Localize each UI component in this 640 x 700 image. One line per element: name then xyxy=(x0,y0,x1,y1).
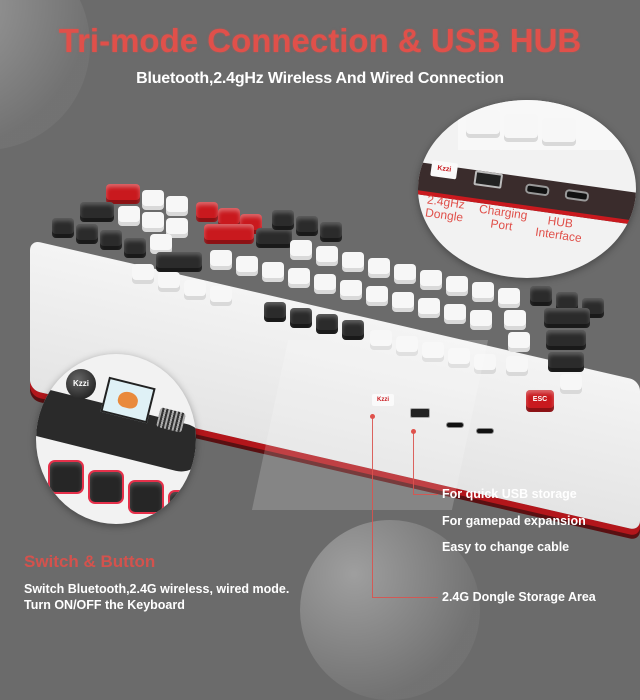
dongle: Kzzi xyxy=(430,159,459,180)
keycap xyxy=(548,352,584,372)
keycap xyxy=(444,304,466,324)
keycap xyxy=(80,202,114,222)
usb-c-port xyxy=(524,183,550,197)
keycap xyxy=(262,262,284,282)
keycap xyxy=(166,218,188,238)
feature-usb-storage: For quick USB storage xyxy=(442,487,577,501)
keycap xyxy=(100,230,122,250)
keycap xyxy=(544,308,590,328)
keycap xyxy=(142,212,164,232)
keycap xyxy=(556,292,578,312)
label-dongle: 2.4gHz Dongle xyxy=(424,192,466,225)
keycap xyxy=(320,222,342,242)
keycap xyxy=(296,216,318,236)
keycap xyxy=(264,302,286,322)
side-usb-a-port xyxy=(410,408,430,418)
keycap xyxy=(392,292,414,312)
usb-c-port xyxy=(564,188,590,203)
switch-zoom-callout: Kzzi xyxy=(36,354,196,524)
keycap xyxy=(236,256,258,276)
keycap xyxy=(504,310,526,330)
page-subtitle: Bluetooth,2.4gHz Wireless And Wired Conn… xyxy=(136,70,504,87)
connector-line xyxy=(413,431,414,495)
switch-description-line: Switch Bluetooth,2.4G wireless, wired mo… xyxy=(24,582,290,596)
keycap xyxy=(506,356,528,376)
keycap xyxy=(396,336,418,356)
label-charging-port: Charging Port xyxy=(478,201,529,234)
esc-key: ESC xyxy=(526,390,554,412)
keycap xyxy=(218,208,240,228)
keycap xyxy=(470,310,492,330)
keycap xyxy=(210,286,232,306)
keycap xyxy=(272,210,294,230)
keycap xyxy=(472,282,494,302)
keycap xyxy=(418,298,440,318)
ports-zoom-callout: Kzzi 2.4gHz Dongle Charging Port HUB Int… xyxy=(418,100,636,278)
keycap xyxy=(474,354,496,374)
side-usb-c-port xyxy=(446,422,464,428)
connector-line xyxy=(372,597,438,598)
side-usb-c-port xyxy=(476,428,494,434)
keyboard-illustration: ESC Kzzi xyxy=(20,180,640,531)
keycap xyxy=(106,184,140,204)
keycap xyxy=(290,240,312,260)
keycap xyxy=(124,238,146,258)
keycap xyxy=(166,196,188,216)
keycap xyxy=(394,264,416,284)
connector-line xyxy=(413,494,438,495)
keycap xyxy=(184,280,206,300)
keycap xyxy=(368,258,390,278)
keycap xyxy=(130,482,162,512)
keycap xyxy=(118,206,140,226)
keycap xyxy=(422,342,444,362)
keycap xyxy=(542,118,576,146)
keycap xyxy=(290,308,312,328)
keycap xyxy=(210,250,232,270)
usb-a-port xyxy=(473,170,504,189)
keycap xyxy=(256,228,292,248)
label-hub-interface: HUB Interface xyxy=(534,213,583,246)
feature-gamepad: For gamepad expansion xyxy=(442,514,586,528)
keycap xyxy=(546,330,586,350)
connector-line xyxy=(372,416,373,598)
keycap xyxy=(342,252,364,272)
keycap xyxy=(50,462,82,492)
keycap xyxy=(132,264,154,284)
switch-section-title: Switch & Button xyxy=(24,552,156,571)
keycap xyxy=(288,268,310,288)
keycap xyxy=(316,246,338,266)
keycap xyxy=(420,270,442,290)
keycap xyxy=(156,252,202,272)
keycap xyxy=(508,332,530,352)
keycap xyxy=(316,314,338,334)
keycap xyxy=(504,114,538,142)
keycap xyxy=(204,224,254,244)
screen-mascot-icon xyxy=(116,389,140,411)
keycap xyxy=(340,280,362,300)
keycap xyxy=(448,348,470,368)
page-title: Tri-mode Connection & USB HUB xyxy=(58,22,582,59)
feature-dongle-storage: 2.4G Dongle Storage Area xyxy=(442,590,596,604)
keycap xyxy=(466,110,500,138)
keycap xyxy=(170,492,196,522)
keycap xyxy=(90,472,122,502)
keycap xyxy=(76,224,98,244)
keycap xyxy=(560,374,582,394)
keycap xyxy=(314,274,336,294)
keycap xyxy=(366,286,388,306)
feature-cable: Easy to change cable xyxy=(442,540,570,554)
mode-knob: Kzzi xyxy=(66,369,96,399)
keycap xyxy=(498,288,520,308)
keycap xyxy=(342,320,364,340)
side-dongle: Kzzi xyxy=(372,394,394,406)
keycap xyxy=(150,234,172,254)
keycap xyxy=(196,202,218,222)
keycap xyxy=(142,190,164,210)
keycap xyxy=(370,330,392,350)
keycap xyxy=(158,272,180,292)
switch-description-line: Turn ON/OFF the Keyboard xyxy=(24,598,185,612)
keycap xyxy=(530,286,552,306)
keycap xyxy=(52,218,74,238)
keycap xyxy=(446,276,468,296)
